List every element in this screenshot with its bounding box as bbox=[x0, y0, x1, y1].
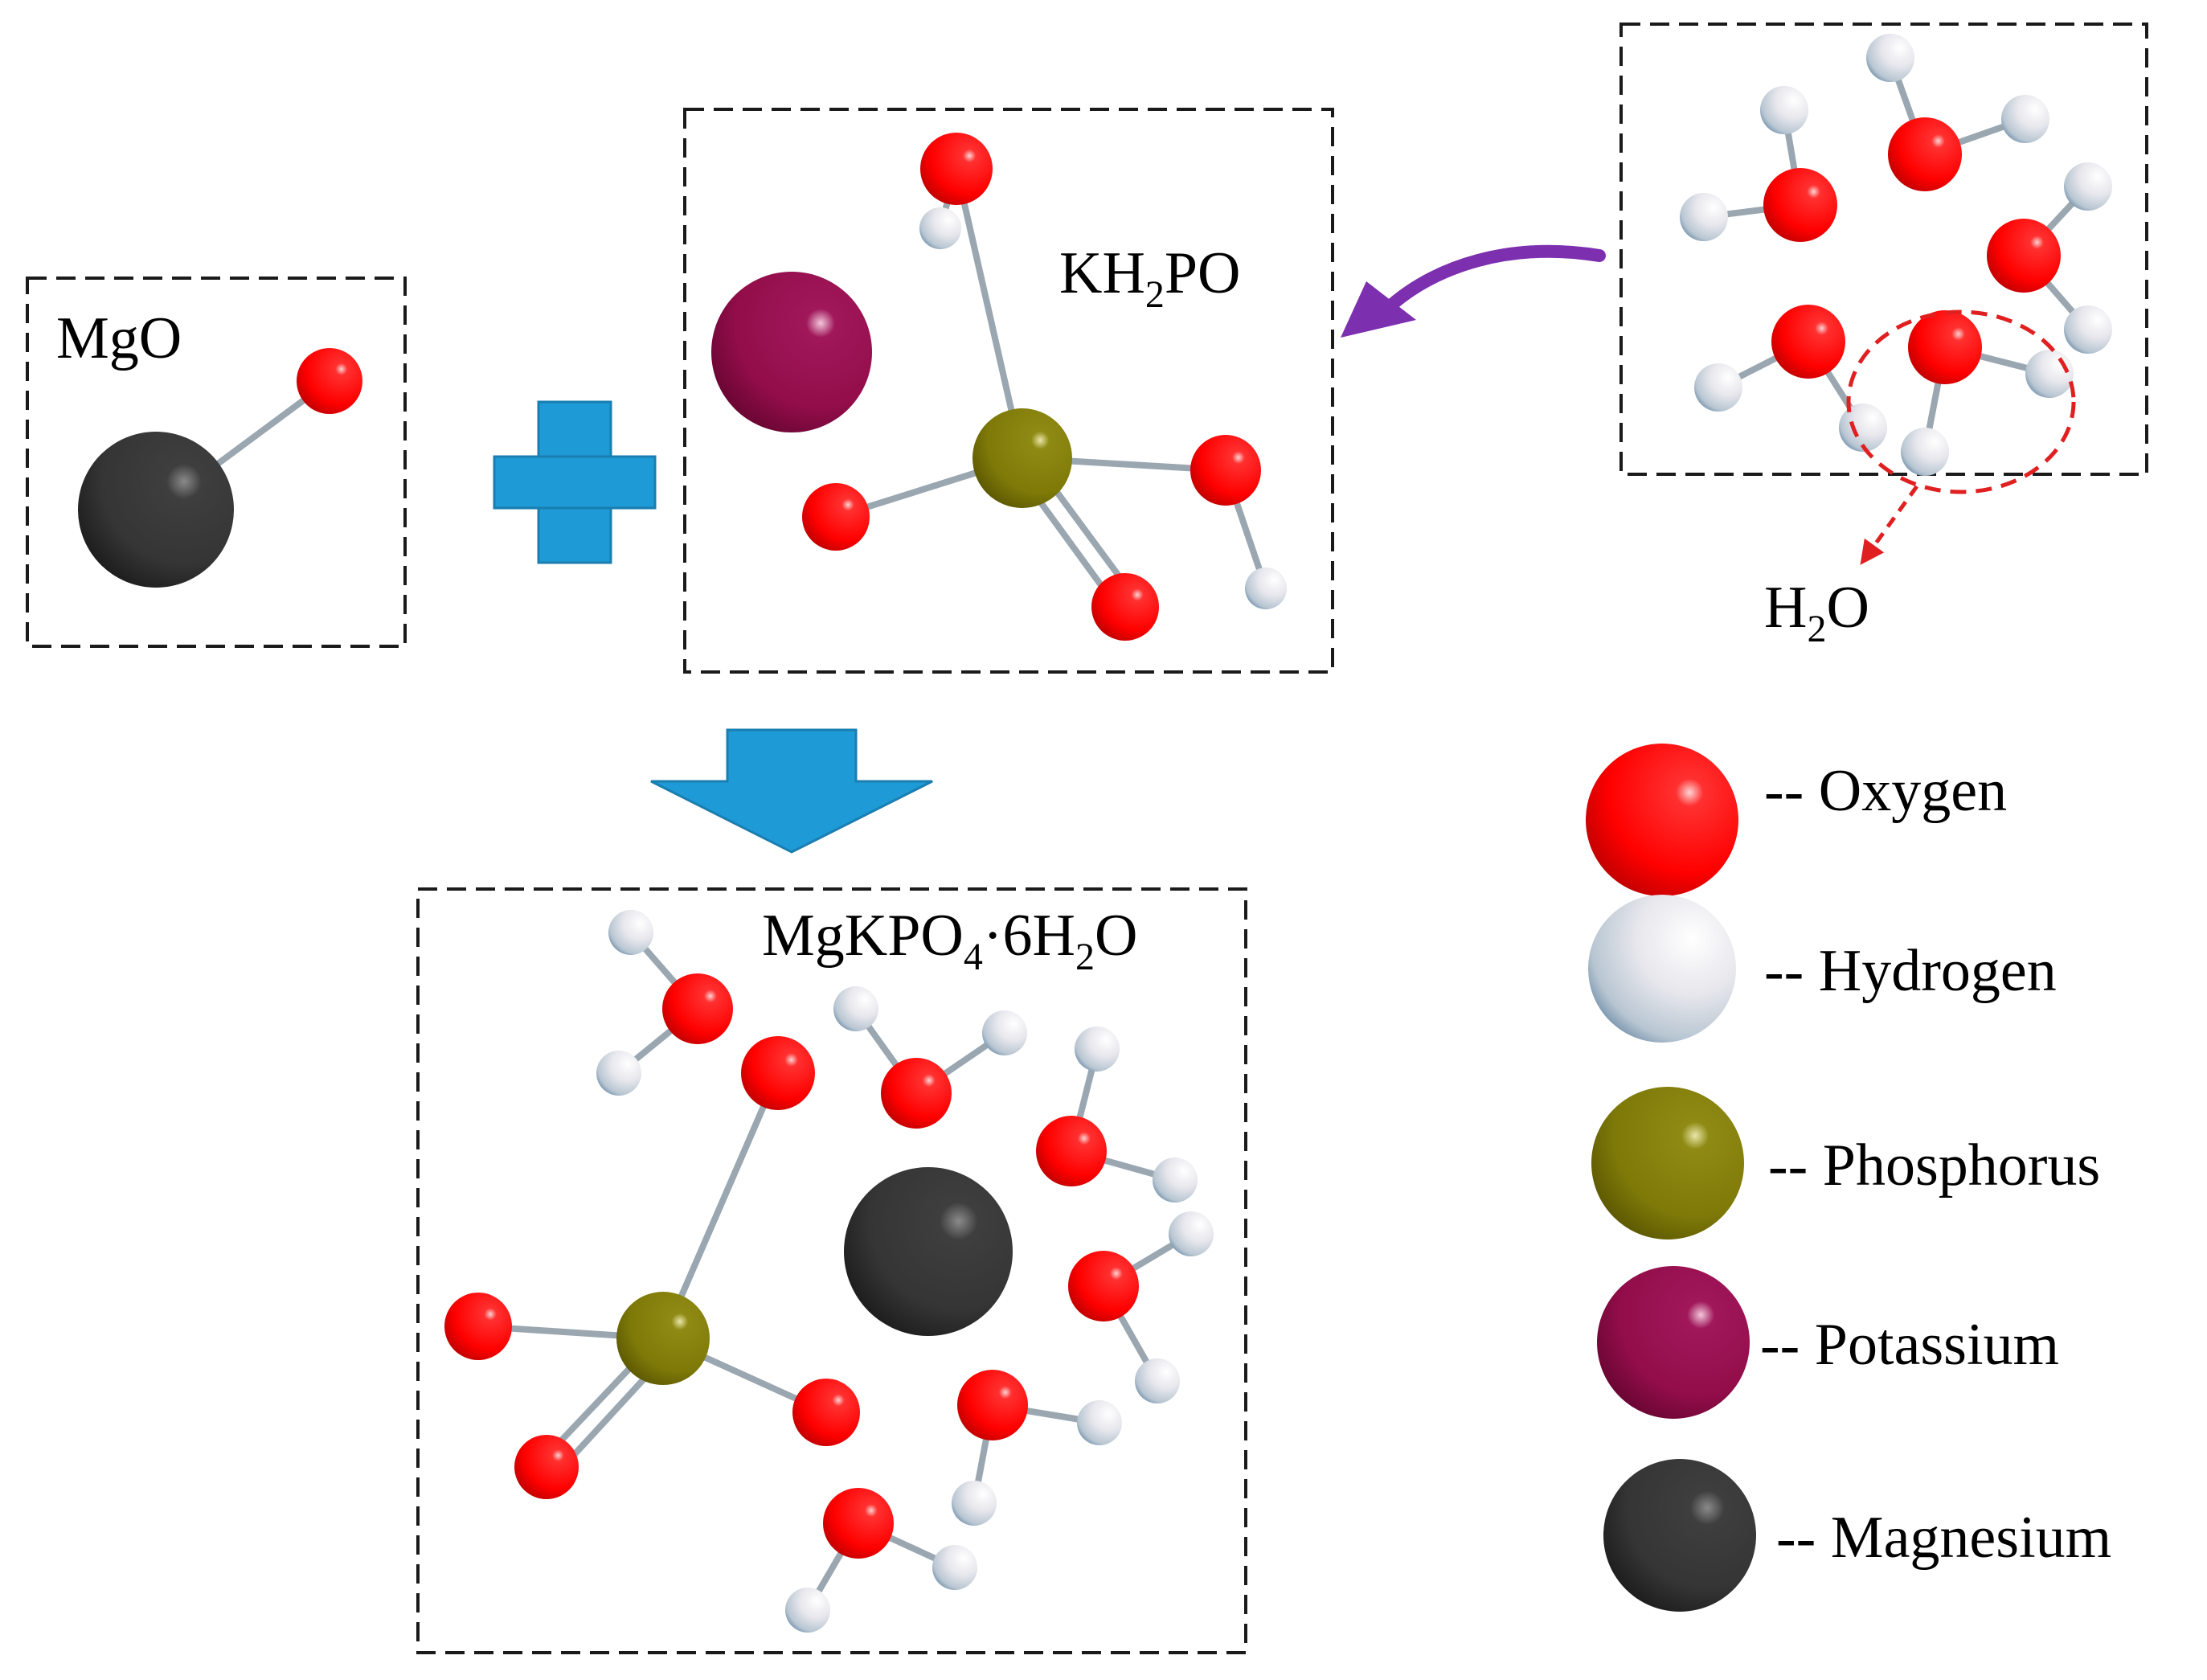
product-oxygen-atom bbox=[957, 1370, 1028, 1440]
product-molecule bbox=[444, 910, 1214, 1633]
product-hydrogen-atom bbox=[1135, 1358, 1180, 1403]
mgo-oxygen-atom bbox=[297, 348, 362, 414]
curved-arrow-icon bbox=[1341, 244, 1606, 338]
kh2po-label: KH2PO bbox=[1059, 240, 1241, 316]
water-hydrogen-atom bbox=[1839, 404, 1887, 452]
product-oxygen-atom bbox=[881, 1058, 952, 1129]
water-hydrogen-atom bbox=[1760, 86, 1808, 134]
hydrogen-atom-icon bbox=[1588, 895, 1736, 1043]
product-label: MgKPO4·6H2O bbox=[762, 903, 1137, 978]
kh2po-oxygen-atom bbox=[802, 483, 870, 551]
water-hydrogen-atom bbox=[2025, 350, 2074, 398]
product-oxygen-atom bbox=[1036, 1116, 1107, 1186]
legend-label: -- Potassium bbox=[1760, 1312, 2059, 1378]
product-hydrogen-atom bbox=[982, 1010, 1027, 1055]
oxygen-atom-icon bbox=[1586, 744, 1738, 896]
mgo-box bbox=[26, 277, 407, 648]
phosphorus-atom-icon bbox=[1591, 1087, 1744, 1240]
kh2po-oxygen-atom bbox=[1190, 435, 1261, 506]
product-hydrogen-atom bbox=[833, 986, 878, 1031]
water-hydrogen-atom bbox=[2064, 305, 2112, 354]
product-oxygen-atom bbox=[792, 1379, 860, 1446]
water-hydrogen-atom bbox=[2064, 162, 2112, 211]
mgo-label: MgO bbox=[56, 305, 182, 371]
product-hydrogen-atom bbox=[1153, 1158, 1198, 1203]
water-hydrogen-atom bbox=[1694, 363, 1742, 412]
water-oxygen-atom bbox=[1888, 117, 1962, 191]
product-hydrogen-atom bbox=[596, 1051, 641, 1096]
water-oxygen-atom bbox=[1771, 305, 1845, 379]
legend: -- Oxygen -- Hydrogen -- Phosphorus -- P… bbox=[1586, 744, 2111, 1612]
water-hydrogen-atom bbox=[2001, 95, 2049, 143]
kh2po-molecule bbox=[711, 133, 1287, 641]
product-hydrogen-atom bbox=[952, 1481, 997, 1526]
product-hydrogen-atom bbox=[608, 910, 653, 955]
product-oxygen-atom bbox=[514, 1435, 579, 1499]
kh2po-oxygen-atom bbox=[1091, 573, 1159, 641]
product-hydrogen-atom bbox=[1169, 1211, 1214, 1256]
legend-label: -- Oxygen bbox=[1764, 758, 2007, 824]
legend-item-phosphorus: -- Phosphorus bbox=[1591, 1087, 2100, 1240]
kh2po-potassium-atom bbox=[711, 272, 872, 432]
kh2po-box bbox=[683, 108, 1334, 674]
water-hydrogen-atom bbox=[1680, 193, 1728, 241]
kh2po-oxygen-atom bbox=[920, 133, 993, 205]
product-oxygen-atom bbox=[823, 1488, 894, 1559]
product-oxygen-atom bbox=[444, 1293, 512, 1360]
h2o-label: H2O bbox=[1764, 575, 1869, 650]
product-oxygen-atom bbox=[662, 973, 733, 1044]
mgo-magnesium-atom bbox=[78, 432, 234, 588]
mgo-molecule bbox=[78, 348, 362, 588]
product-hydrogen-atom bbox=[785, 1588, 830, 1633]
down-arrow-icon bbox=[650, 728, 933, 854]
highlight-circle bbox=[1846, 309, 2076, 494]
magnesium-atom-icon bbox=[1603, 1459, 1756, 1612]
product-hydrogen-atom bbox=[1077, 1400, 1122, 1445]
plus-icon bbox=[493, 400, 657, 564]
water-oxygen-atom bbox=[1763, 168, 1837, 242]
legend-item-magnesium: -- Magnesium bbox=[1603, 1459, 2111, 1612]
product-oxygen-atom bbox=[1068, 1251, 1139, 1321]
legend-label: -- Phosphorus bbox=[1768, 1133, 2100, 1199]
kh2po-hydrogen-atom bbox=[919, 207, 961, 249]
product-hydrogen-atom bbox=[932, 1545, 977, 1590]
legend-item-hydrogen: -- Hydrogen bbox=[1588, 895, 2057, 1043]
legend-item-oxygen: -- Oxygen bbox=[1586, 744, 2007, 896]
legend-label: -- Hydrogen bbox=[1764, 938, 2057, 1004]
product-oxygen-atom bbox=[741, 1036, 815, 1110]
product-phosphorus-atom bbox=[616, 1292, 710, 1385]
water-molecules bbox=[1680, 34, 2112, 476]
water-oxygen-atom bbox=[1987, 219, 2061, 293]
kh2po-phosphorus-atom bbox=[972, 408, 1072, 508]
product-box bbox=[416, 887, 1247, 1654]
legend-label: -- Magnesium bbox=[1776, 1505, 2111, 1571]
kh2po-hydrogen-atom bbox=[1245, 568, 1287, 609]
legend-item-potassium: -- Potassium bbox=[1597, 1266, 2059, 1419]
water-oxygen-atom bbox=[1908, 310, 1982, 384]
product-hydrogen-atom bbox=[1075, 1026, 1120, 1072]
water-hydrogen-atom bbox=[1866, 34, 1914, 82]
water-hydrogen-atom bbox=[1901, 428, 1949, 476]
highlight-arrow bbox=[1860, 485, 1919, 565]
potassium-atom-icon bbox=[1597, 1266, 1750, 1419]
water-box bbox=[1619, 23, 2148, 476]
product-magnesium-atom bbox=[844, 1167, 1013, 1336]
